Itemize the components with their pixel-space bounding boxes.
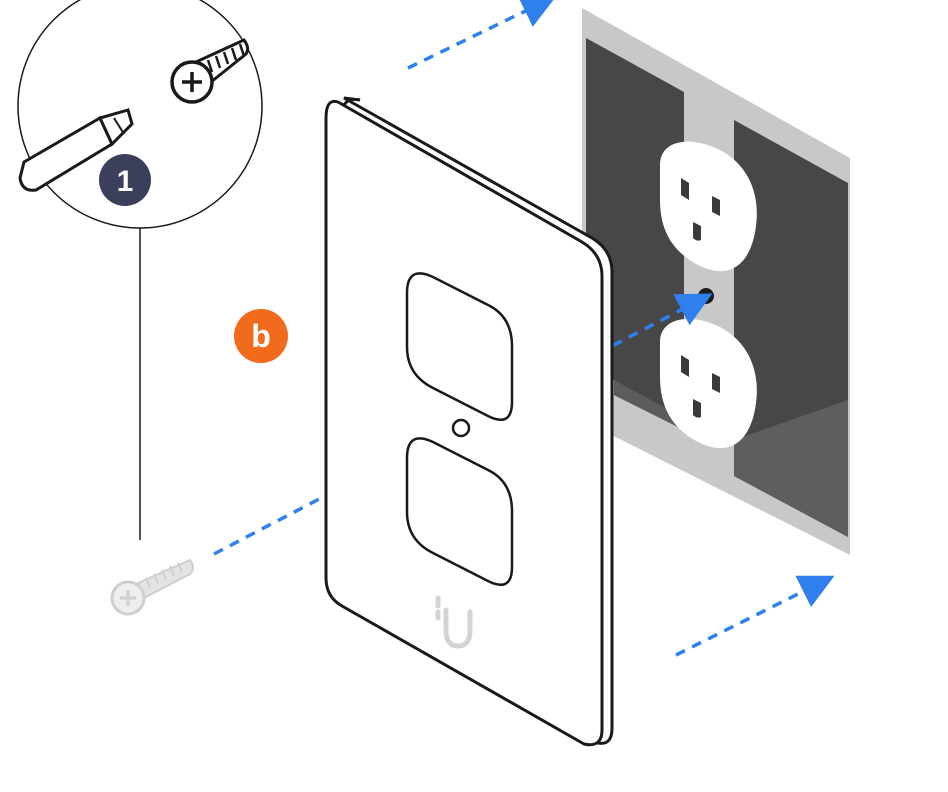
wall-plate-lower-opening (405, 437, 514, 586)
receptacle-lower-outlet (660, 318, 757, 449)
screw-icon (170, 38, 250, 104)
phillips-cross-icon (182, 72, 202, 92)
receptacle-upper-outlet (660, 141, 757, 272)
step-number-label: 1 (117, 165, 134, 198)
guide-arrow-bottom (675, 575, 835, 657)
box-shadow-left (614, 380, 684, 430)
ubiquiti-logo (435, 595, 473, 649)
step-letter-badge (234, 309, 288, 363)
electrical-box (582, 8, 850, 555)
wall-plate (324, 96, 614, 747)
detail-callout: 1 (17, 0, 263, 229)
guide-arrow-top (407, 0, 557, 70)
ghost-screw (110, 228, 194, 616)
box-floor-right (734, 400, 848, 537)
step-number-badge (99, 154, 151, 206)
step-letter-label: b (251, 318, 271, 354)
wall-plate-upper-opening (405, 272, 514, 421)
phillips-icon (120, 590, 136, 606)
wall-plate-screw-hole (451, 418, 471, 438)
screwdriver-icon (18, 108, 134, 192)
detail-callout-circle (17, 0, 263, 229)
